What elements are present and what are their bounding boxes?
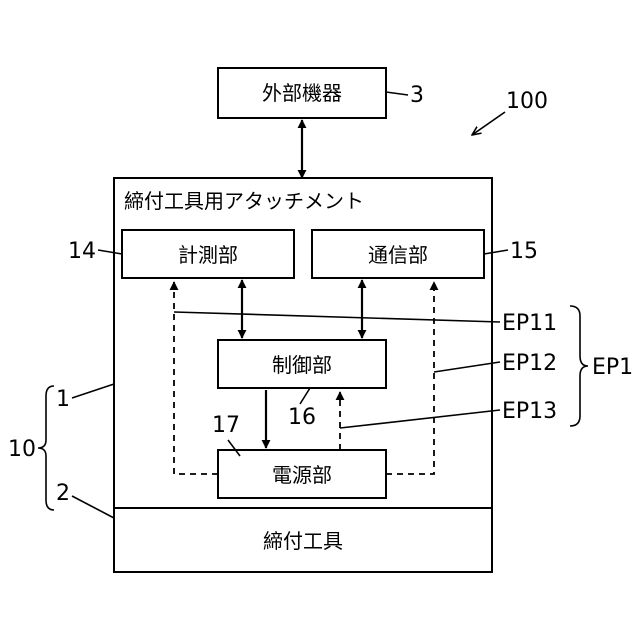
ref-2-leader <box>72 496 114 518</box>
external-device-label: 外部機器 <box>262 81 342 105</box>
communication-label: 通信部 <box>368 243 428 267</box>
attachment-label: 締付工具用アタッチメント <box>124 189 364 213</box>
ref-10-brace <box>38 386 54 510</box>
ep13-label: EP13 <box>502 399 557 424</box>
ref-1: 1 <box>56 387 70 412</box>
measurement-label: 計測部 <box>178 243 238 267</box>
ref-100: 100 <box>506 89 548 114</box>
ref-16: 16 <box>288 405 316 430</box>
ep1-label: EP1 <box>592 355 633 380</box>
power-label: 電源部 <box>272 463 332 487</box>
ref-10: 10 <box>8 437 36 462</box>
control-label: 制御部 <box>272 353 332 377</box>
ref-1-leader <box>72 384 114 398</box>
ref-15: 15 <box>510 239 538 264</box>
ep12-label: EP12 <box>502 351 557 376</box>
tool-label: 締付工具 <box>263 529 343 553</box>
ref-17: 17 <box>212 413 240 438</box>
ref-3: 3 <box>410 83 424 108</box>
ref-2: 2 <box>56 481 70 506</box>
ep11-label: EP11 <box>502 311 557 336</box>
ref-100-arrow <box>472 112 505 135</box>
ep1-brace <box>570 306 588 426</box>
ref-14: 14 <box>68 239 96 264</box>
ref-3-leader <box>386 92 408 95</box>
